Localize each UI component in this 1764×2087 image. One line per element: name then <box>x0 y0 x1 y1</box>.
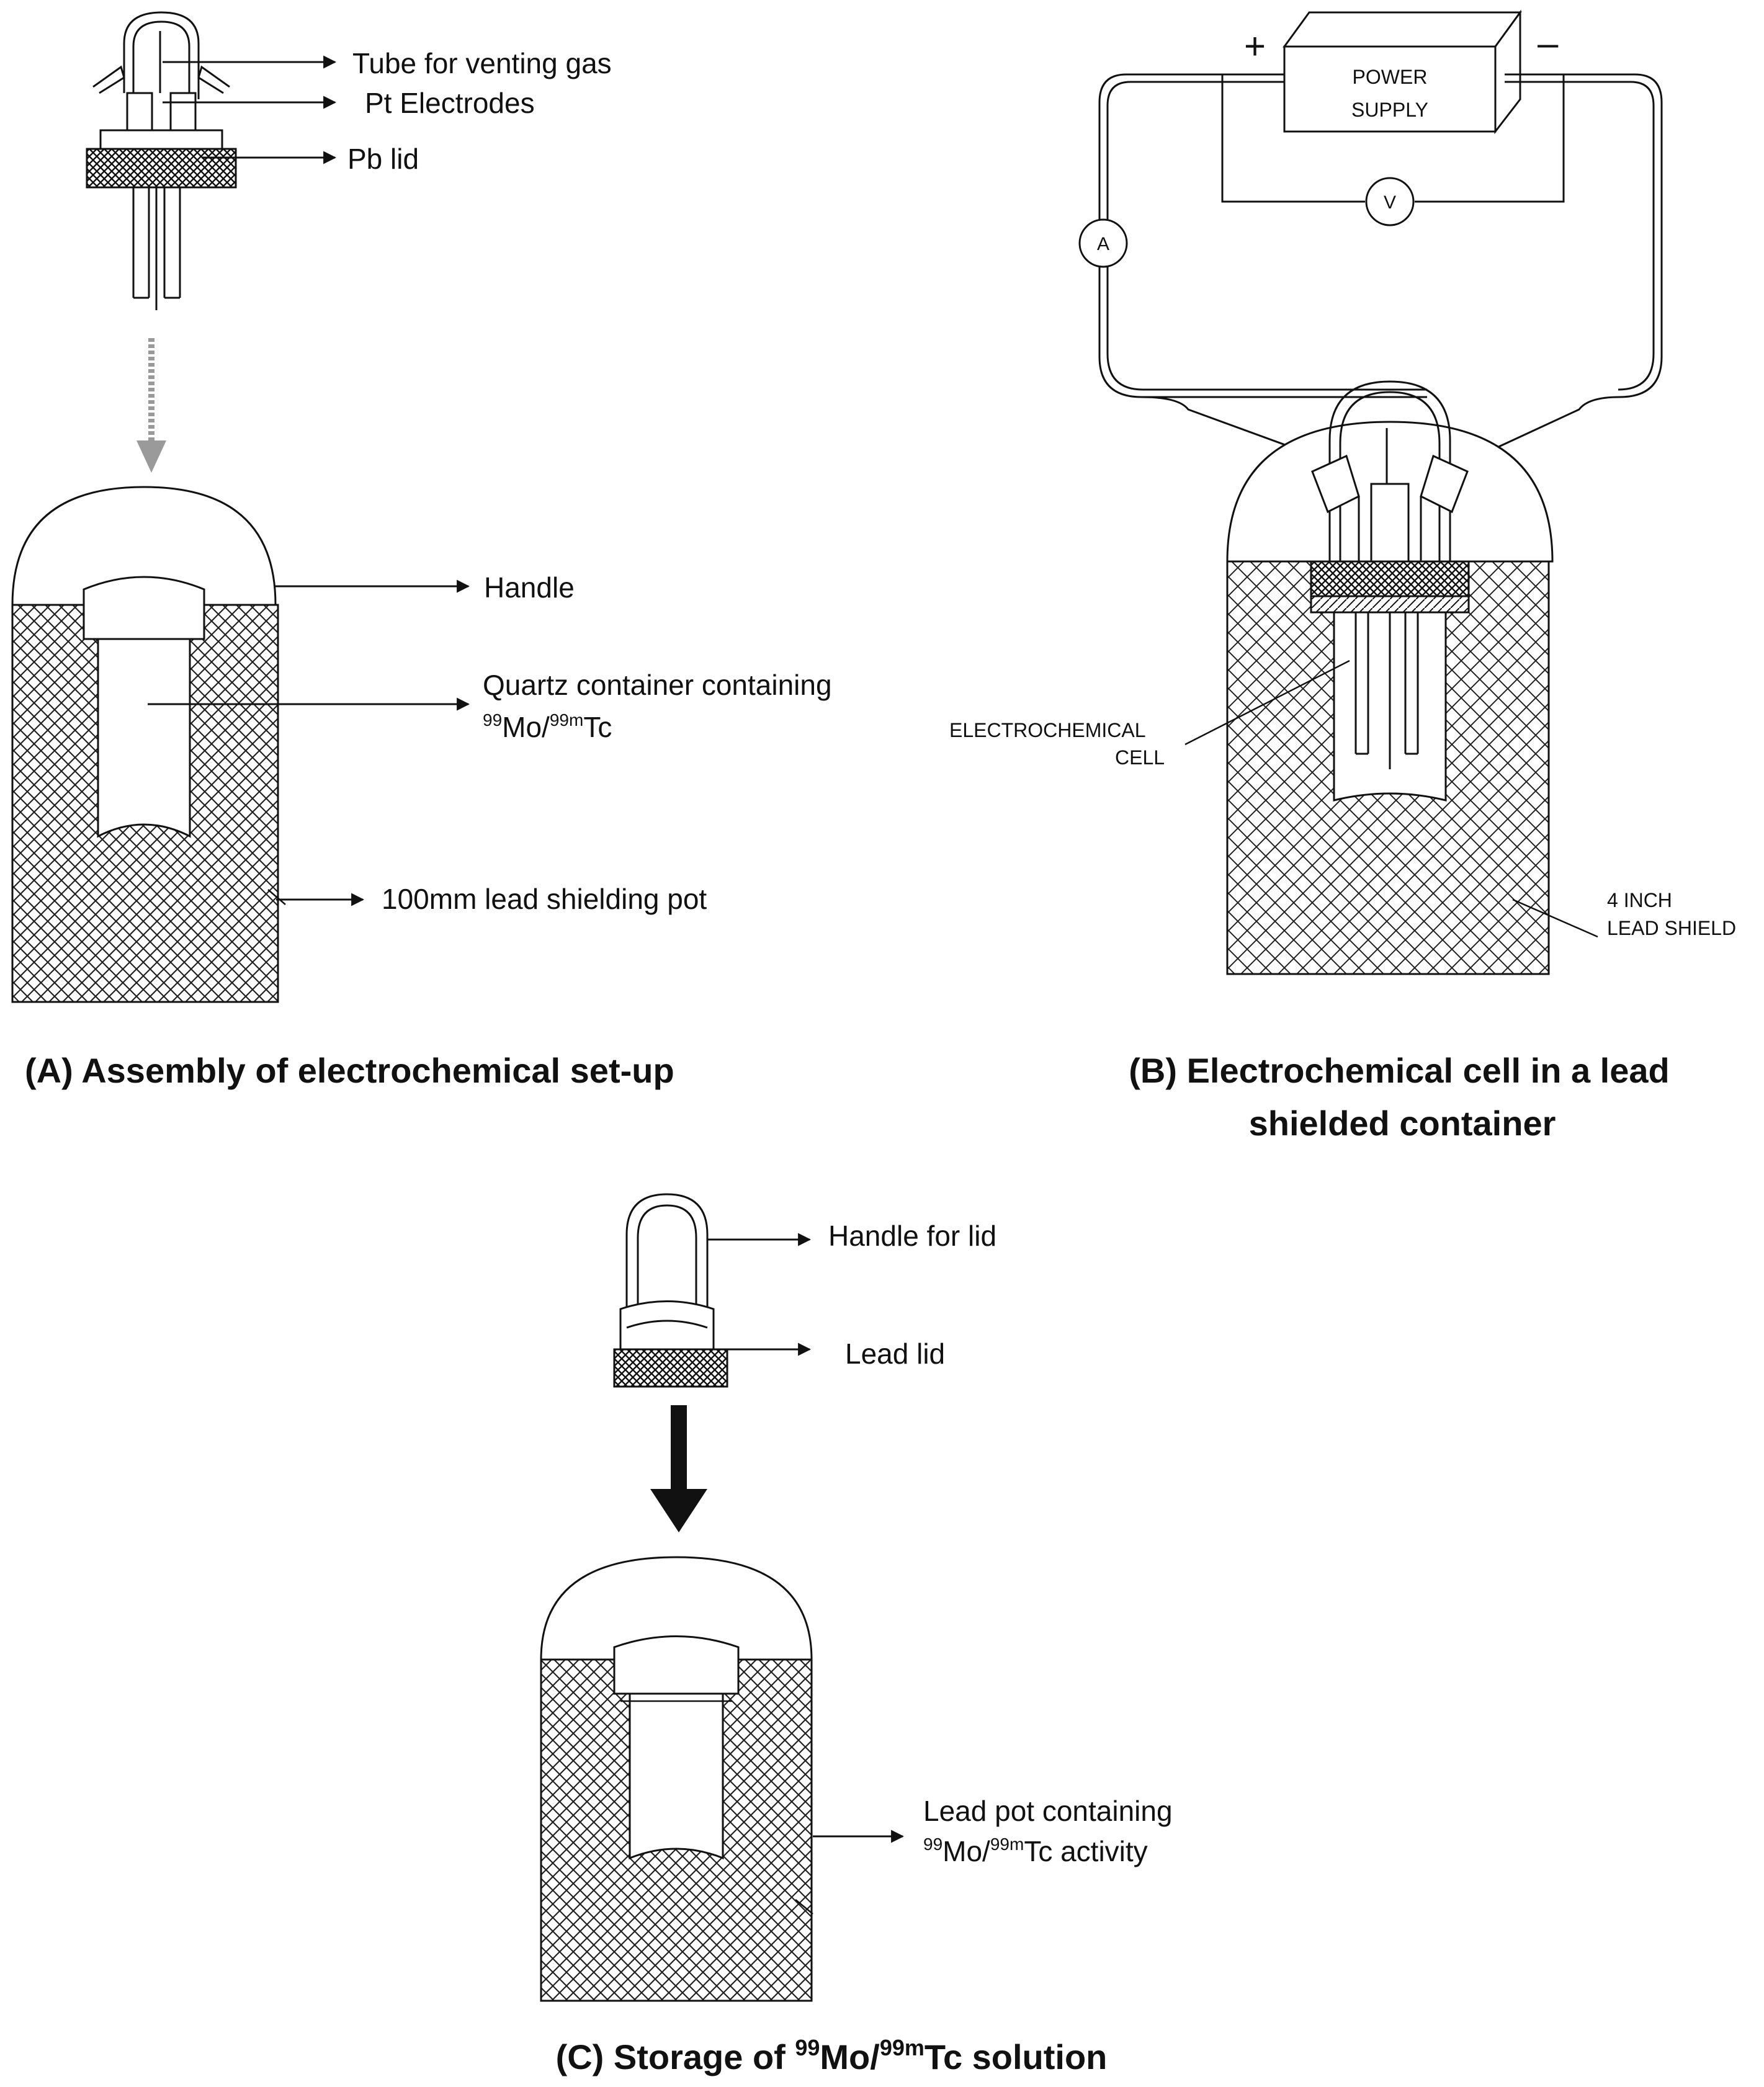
voltmeter-label: V <box>1384 192 1396 213</box>
lead-shield-container <box>1226 380 1554 975</box>
power-supply: POWER SUPPLY <box>1283 9 1522 135</box>
label-cell-line2: CELL <box>1115 746 1165 769</box>
lead-lid-assembly <box>613 1193 728 1388</box>
power-label-line1: POWER <box>1353 66 1428 88</box>
voltmeter <box>1365 177 1415 226</box>
plus-terminal: + <box>1244 25 1266 67</box>
label-handle-lid: Handle for lid <box>828 1220 996 1252</box>
label-pot-line1: Lead pot containing <box>923 1795 1173 1827</box>
label-shield-line1: 4 INCH <box>1607 889 1672 911</box>
ammeter <box>1078 218 1128 268</box>
label-pot-line2: 99Mo/99mTc activity <box>923 1835 1148 1867</box>
label-shield-line2: LEAD SHIELD <box>1607 917 1736 939</box>
label-shield-pot: 100mm lead shielding pot <box>382 883 707 915</box>
label-quartz-line1: Quartz container containing <box>483 669 832 701</box>
label-handle: Handle <box>484 571 575 604</box>
lead-pot-c <box>540 1556 813 2002</box>
caption-b-line1: (B) Electrochemical cell in a lead <box>1129 1051 1669 1090</box>
panel-c: Handle for lid Lead lid Lead pot contain… <box>540 1193 1173 2076</box>
ammeter-label: A <box>1097 234 1109 254</box>
panel-b: POWER SUPPLY + – V A <box>949 9 1736 1143</box>
label-quartz-line2: 99Mo/99mTc <box>483 710 612 743</box>
caption-a: (A) Assembly of electrochemical set-up <box>25 1051 674 1090</box>
minus-terminal: – <box>1538 22 1559 64</box>
label-cell-line1: ELECTROCHEMICAL <box>949 719 1146 741</box>
label-pt-electrodes: Pt Electrodes <box>365 87 535 119</box>
label-vent-tube: Tube for venting gas <box>352 47 612 79</box>
power-label-line2: SUPPLY <box>1351 99 1428 121</box>
gray-down-arrow <box>137 338 166 473</box>
leader-shield <box>1512 898 1598 938</box>
leader-cell <box>1184 659 1350 746</box>
caption-b-line2: shielded container <box>1249 1104 1556 1143</box>
black-down-arrow <box>650 1405 707 1532</box>
shielding-pot-a <box>11 486 279 1003</box>
label-pb-lid: Pb lid <box>347 143 419 175</box>
caption-c: (C) Storage of 99Mo/99mTc solution <box>556 2035 1108 2076</box>
label-lead-lid: Lead lid <box>845 1338 945 1370</box>
panel-a: Tube for venting gas Pt Electrodes Pb li… <box>11 11 832 1090</box>
electrode-assembly <box>86 11 237 310</box>
circuit-wires <box>1098 73 1663 470</box>
